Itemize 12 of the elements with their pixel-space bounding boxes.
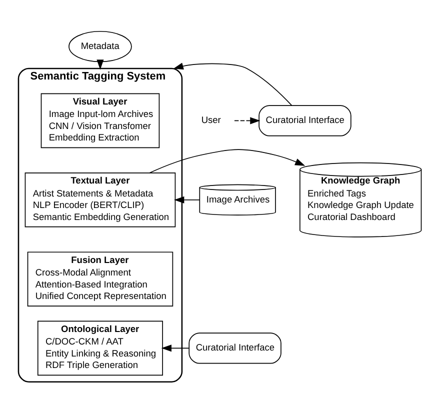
node-text: User [201,114,221,125]
arrow [174,196,200,203]
arrow [161,344,190,352]
node-box: Fusion Layer Cross-Modal Alignment Attention-Based Integration Unified Concept Representation [27,251,174,306]
node-box: Visual Layer Image Input-lom Archives CNN / Vision Transfomer Embedding Extraction [40,92,160,148]
node-box: Curatorial Interface [188,332,282,364]
node-box: Curatorial Interface [258,104,352,136]
node-box: Textual Layer Artist Statements & Metadata NLP Encoder (BERT/CLIP) Semantic Embedding Generation [24,172,176,227]
arrow [234,116,260,124]
arrow [173,62,292,106]
node-box: Ontological Layer C/DOC-CKM / AAT Entity Linking & Reasoning RDF Triple Generation [37,320,163,376]
arrow [149,148,306,173]
